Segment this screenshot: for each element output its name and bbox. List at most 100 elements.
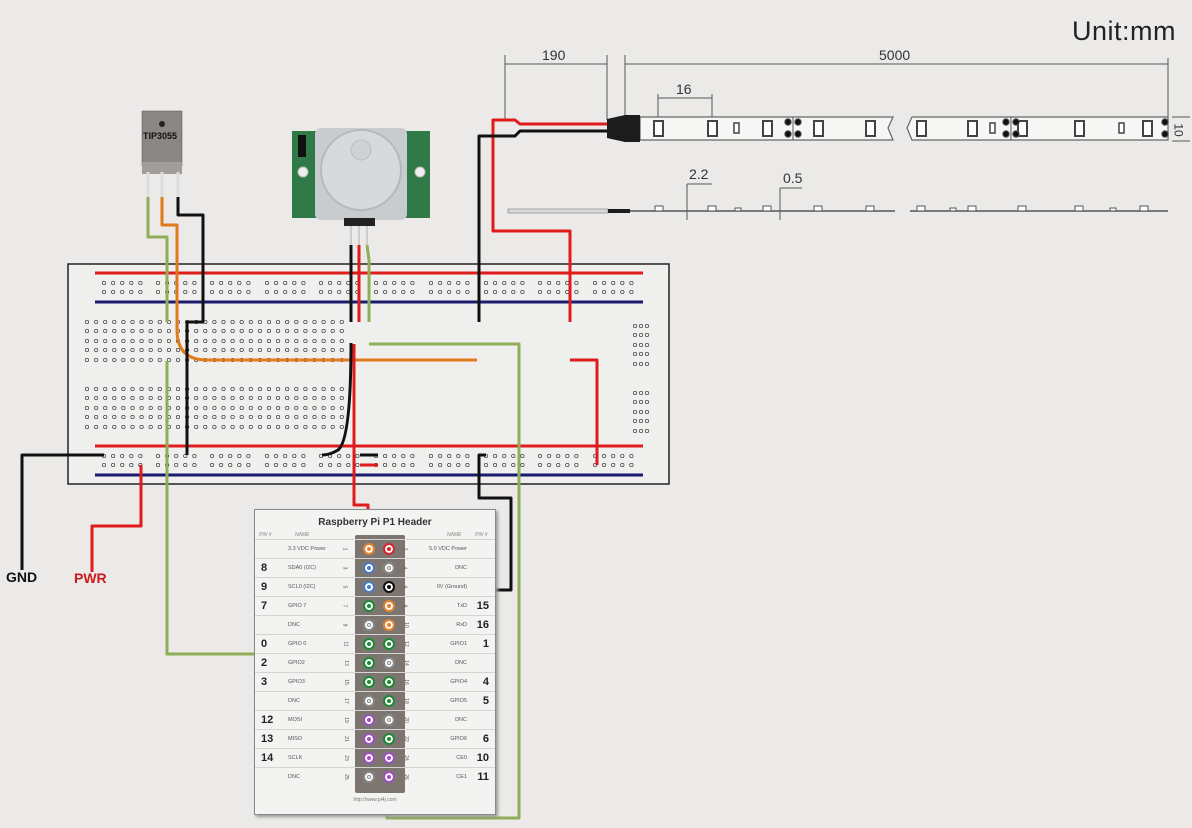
breadboard-hole (194, 328, 199, 334)
breadboard-hole (266, 386, 272, 392)
breadboard-hole (194, 395, 199, 401)
breadboard-hole (337, 462, 342, 468)
gpio-pin-24 (383, 752, 395, 764)
breadboard-hole (130, 424, 135, 430)
breadboard-hole (130, 319, 135, 325)
breadboard-hole (101, 280, 107, 286)
gpio-pin-8 (383, 600, 395, 612)
breadboard-hole (301, 289, 306, 295)
led-strip-segment-end (906, 116, 1169, 141)
led-chip (1017, 120, 1028, 137)
breadboard-hole (94, 395, 99, 401)
breadboard-hole (330, 319, 335, 325)
breadboard-hole (321, 338, 326, 344)
breadboard-hole (383, 289, 388, 295)
gpio-pin-25 (363, 771, 375, 783)
led-strip-connector (607, 115, 640, 142)
breadboard-hole (84, 405, 90, 411)
breadboard-hole (330, 338, 335, 344)
breadboard-hole (285, 414, 290, 420)
unit-label: Unit:mm (1072, 16, 1176, 46)
breadboard-hole (511, 462, 516, 468)
side-profile-component (1109, 207, 1117, 212)
physical-pin-right: 20 (402, 717, 409, 723)
breadboard-hole (264, 453, 270, 459)
breadboard-hole (94, 424, 99, 430)
breadboard-hole (318, 280, 324, 286)
wire-led-strip-negative (477, 129, 607, 322)
wire-pir-ground-to-rail (321, 342, 353, 457)
breadboard-hole (121, 338, 126, 344)
gpio-pin-4 (383, 562, 395, 574)
breadboard-hole (112, 328, 117, 334)
pin-name-left: GPIO3 (288, 679, 305, 685)
breadboard-hole (239, 395, 244, 401)
breadboard-hole (111, 462, 116, 468)
breadboard-hole (221, 338, 226, 344)
breadboard-hole (346, 453, 351, 459)
breadboard-hole (294, 405, 299, 411)
breadboard-hole (248, 405, 253, 411)
breadboard-hole (602, 289, 607, 295)
breadboard-hole (157, 414, 162, 420)
wire-transistor-emitter (176, 197, 205, 455)
side-profile-component (949, 207, 957, 212)
breadboard-hole (237, 289, 242, 295)
wpi-pin-right: 5 (482, 695, 489, 707)
breadboard-hole (266, 338, 272, 344)
breadboard-hole (373, 280, 379, 286)
breadboard-hole (111, 289, 116, 295)
breadboard-hole (94, 328, 99, 334)
breadboard-hole (274, 280, 279, 286)
breadboard-hole (212, 414, 217, 420)
breadboard-hole (611, 280, 616, 286)
breadboard-hole (285, 395, 290, 401)
breadboard-hole (285, 405, 290, 411)
gpio-pin-18 (383, 695, 395, 707)
breadboard-hole (155, 453, 161, 459)
transistor-label: TIP3055 (143, 131, 178, 141)
col-header-name-left: NAME (295, 532, 310, 538)
breadboard-hole (511, 453, 516, 459)
solder-pad (1012, 118, 1020, 126)
physical-pin-left: 1 (341, 547, 348, 551)
breadboard-holes (84, 280, 650, 468)
breadboard-hole (103, 319, 108, 325)
gpio-pin-17 (363, 695, 375, 707)
breadboard-hole (157, 424, 162, 430)
breadboard-hole (94, 386, 99, 392)
physical-pin-right: 18 (402, 698, 409, 704)
breadboard-hole (257, 395, 262, 401)
breadboard-hole (155, 289, 161, 295)
breadboard-hole (611, 453, 616, 459)
wire-transistor-base (146, 197, 169, 322)
physical-pin-left: 3 (341, 566, 348, 570)
breadboard-hole (166, 357, 171, 363)
pin-name-right: DNC (455, 660, 467, 666)
breadboard-hole (130, 405, 135, 411)
breadboard-hole (339, 395, 344, 401)
breadboard-hole (139, 319, 144, 325)
wpi-pin-right: 1 (482, 638, 489, 650)
gpio-pin-3 (363, 562, 375, 574)
physical-pin-left: 21 (342, 736, 349, 742)
breadboard-hole (301, 453, 306, 459)
pir-sensor (292, 128, 430, 245)
breadboard-hole (239, 338, 244, 344)
breadboard-hole (283, 453, 288, 459)
breadboard-hole (112, 319, 117, 325)
breadboard-hole (84, 395, 90, 401)
wpi-pin-left: 3 (261, 676, 268, 688)
breadboard-hole (632, 323, 638, 329)
breadboard-hole (303, 414, 308, 420)
breadboard-hole (602, 462, 607, 468)
breadboard-hole (312, 386, 317, 392)
breadboard-hole (212, 405, 217, 411)
breadboard-hole (629, 289, 634, 295)
breadboard-hole (493, 453, 498, 459)
breadboard-hole (321, 328, 326, 334)
breadboard-hole (266, 424, 272, 430)
breadboard-hole (638, 409, 644, 415)
breadboard-hole (212, 347, 217, 353)
